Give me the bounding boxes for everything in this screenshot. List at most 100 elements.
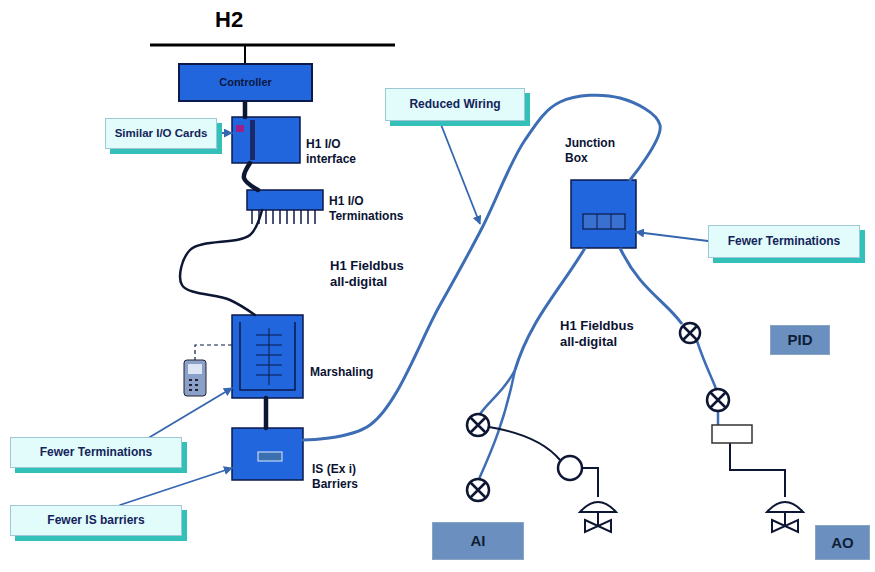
terminal-block <box>583 214 625 229</box>
terminal-dividers <box>597 214 611 229</box>
transmitter-symbol <box>707 389 729 411</box>
fieldbus-spur <box>515 248 585 370</box>
valve-actuator <box>580 502 616 512</box>
box-heading: Marshaling <box>310 365 400 380</box>
control-valve <box>580 502 803 532</box>
handheld-device <box>184 360 206 396</box>
io-card <box>250 120 255 160</box>
node-text: Controller <box>219 76 272 89</box>
fieldbus-spur <box>697 341 716 389</box>
io-terminations: H1 I/O Terminations <box>247 190 323 210</box>
node-text: Fewer Terminations <box>40 445 152 459</box>
callout-arrow <box>636 232 708 241</box>
handheld <box>184 345 232 396</box>
bus-label: H2 <box>215 6 275 34</box>
node-text: Fewer IS barriers <box>47 513 144 527</box>
transmitter-symbol <box>680 323 700 343</box>
transmitter-symbol <box>467 323 729 501</box>
wire-connector <box>303 95 660 440</box>
field-devices <box>467 323 803 532</box>
valve-stem <box>784 512 786 526</box>
device-wire <box>730 443 785 497</box>
barrier-cabinet <box>232 428 303 480</box>
transmitter-cross <box>710 392 726 408</box>
box-heading: H1 I/O Terminations <box>329 194 421 224</box>
terminal-pin <box>314 210 316 224</box>
handheld-screen <box>188 364 202 374</box>
terminal-strip <box>247 190 323 210</box>
terminal-pin <box>265 210 267 224</box>
terminal-pin <box>251 210 253 224</box>
callout-box: Similar I/O Cards <box>105 118 217 149</box>
controller-symbol <box>558 456 582 480</box>
callout-arrow <box>120 468 232 505</box>
junction-enclosure <box>571 180 636 248</box>
callout-box: Fewer IS barriers <box>10 505 182 536</box>
node-text: Reduced Wiring <box>409 97 500 111</box>
valve-body <box>585 520 611 532</box>
junction-box: Junction Box <box>571 180 636 248</box>
node-text: PID <box>787 331 812 349</box>
card-slot <box>236 125 244 132</box>
terminal-pin <box>272 210 274 224</box>
valve-actuator <box>767 502 803 512</box>
function-block: PID <box>770 325 830 355</box>
marshaling-cabinet <box>232 315 303 398</box>
callout-box: Fewer Terminations <box>10 437 182 468</box>
io-interface: H1 I/O interface <box>232 117 300 163</box>
callout-box: Fewer Terminations <box>708 225 860 258</box>
terminal-pin <box>279 210 281 224</box>
wire-connector <box>180 210 262 315</box>
is-barrier-cabinet: IS (Ex i) Barriers <box>232 428 303 480</box>
node-text: Fewer Terminations <box>728 234 840 248</box>
wire-connector <box>244 163 258 190</box>
h2-bus-line <box>150 44 395 47</box>
node-text: AO <box>831 534 854 552</box>
handheld-keys <box>189 380 198 390</box>
box-heading: IS (Ex i) Barriers <box>312 462 387 492</box>
bus-drop <box>244 45 246 63</box>
cabinet-frame <box>240 322 295 390</box>
function-block: AO <box>815 525 870 560</box>
leader-line <box>440 122 480 224</box>
marshaling-cabinet: Marshaling <box>232 315 303 398</box>
is-barrier <box>258 452 282 461</box>
wire-connector <box>264 398 269 428</box>
terminal-rows <box>256 328 282 385</box>
controller-box: Controller <box>178 63 313 102</box>
callout-arrow <box>150 388 232 437</box>
terminal-pin <box>307 210 309 224</box>
transmitter-cross <box>470 482 486 498</box>
network-label: H1 Fieldbus all-digital <box>330 258 425 291</box>
handheld-link <box>195 345 232 360</box>
io-interface-body <box>232 117 300 163</box>
box-heading: Junction Box <box>565 136 627 166</box>
io-card-rack <box>232 117 300 163</box>
barrier-body <box>232 428 303 480</box>
field-wiring <box>479 248 785 497</box>
terminal-pin <box>293 210 295 224</box>
transmitter-symbol <box>467 479 489 501</box>
function-block: AI <box>432 522 524 560</box>
fieldbus-spur <box>620 248 682 324</box>
fieldbus-spur <box>717 411 720 425</box>
valve-stem <box>597 512 599 526</box>
node-text: AI <box>471 532 486 550</box>
network-label: H1 Fieldbus all-digital <box>560 318 655 351</box>
transmitter-symbol <box>467 414 489 436</box>
callout-arrow <box>217 132 232 134</box>
transmitter-cross <box>470 417 486 433</box>
junction-body <box>571 180 636 248</box>
device-wire <box>489 427 560 460</box>
valve-positioner <box>712 425 752 443</box>
wire-connector <box>243 102 248 117</box>
valve-body <box>772 520 798 532</box>
marshaling-body <box>232 315 303 398</box>
callout-box: Reduced Wiring <box>385 88 525 121</box>
h2-bus <box>150 45 395 63</box>
terminal-pin <box>300 210 302 224</box>
terminal-pin <box>286 210 288 224</box>
device-wire <box>582 468 598 497</box>
